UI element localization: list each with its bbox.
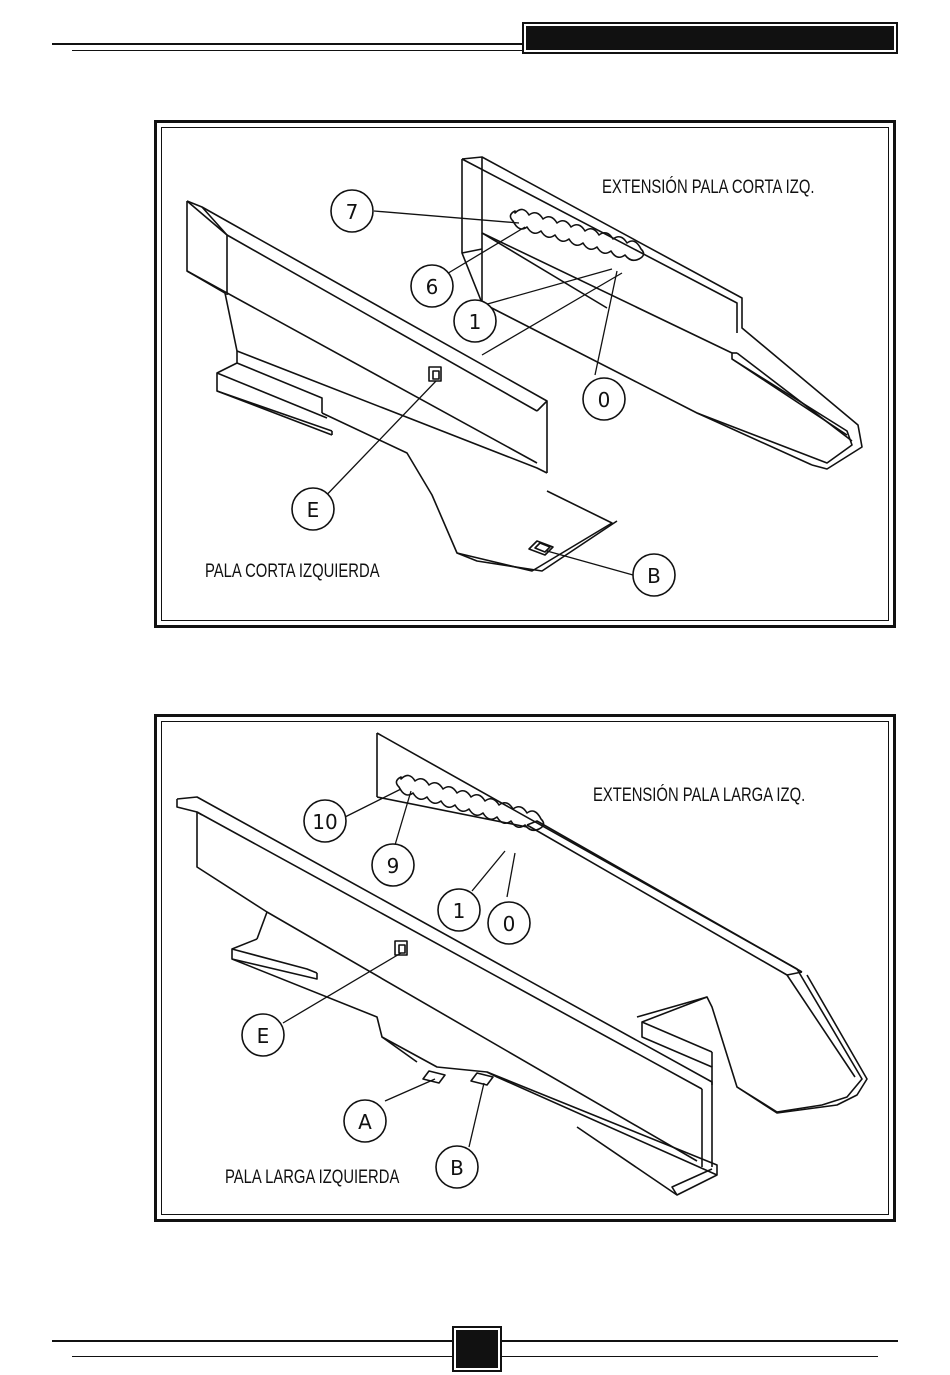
callout-e-b: E (242, 1014, 284, 1056)
part-title-2: PALA LARGA IZQUIERDA (225, 1167, 399, 1189)
callout-1-b-label: 1 (453, 899, 466, 923)
callout-0-label: 0 (598, 388, 611, 412)
header-rule (52, 43, 522, 45)
callout-1-b: 1 (438, 889, 480, 931)
callout-0-b: 0 (488, 902, 530, 944)
diagram-pala-corta: 7 6 1 0 E B EXTENSIÓN PALA CORTA IZQ. PA… (154, 120, 896, 628)
extension-title: EXTENSIÓN PALA CORTA IZQ. (602, 177, 814, 199)
callout-b-b: B (436, 1146, 478, 1188)
callouts: 7 6 1 0 E B (292, 190, 675, 596)
pala-corta-part (187, 201, 617, 571)
callout-10: 10 (304, 800, 346, 842)
callout-1: 1 (454, 300, 496, 342)
leader-lines-2 (283, 789, 515, 1147)
callout-7: 7 (331, 190, 373, 232)
callout-e-b-label: E (257, 1024, 270, 1048)
diagram-pala-corta-drawing: 7 6 1 0 E B (157, 123, 893, 625)
callout-0-b-label: 0 (503, 912, 516, 936)
callout-a: A (344, 1100, 386, 1142)
pala-larga-part (177, 797, 717, 1195)
callout-6-label: 6 (426, 275, 439, 299)
diagram-pala-larga-drawing: 10 9 1 0 E A B (157, 717, 893, 1219)
callout-b-label: B (647, 564, 661, 588)
extension-pala-larga-part (377, 733, 867, 1113)
callout-10-label: 10 (312, 810, 337, 834)
callout-7-label: 7 (346, 200, 359, 224)
callout-a-label: A (358, 1110, 372, 1134)
extension-title-2: EXTENSIÓN PALA LARGA IZQ. (593, 785, 805, 807)
callout-0: 0 (583, 378, 625, 420)
callout-b: B (633, 554, 675, 596)
callout-9: 9 (372, 844, 414, 886)
callout-b-b-label: B (450, 1156, 464, 1180)
callout-9-label: 9 (387, 854, 400, 878)
part-title: PALA CORTA IZQUIERDA (205, 561, 380, 583)
diagram-pala-larga: 10 9 1 0 E A B EXTENSIÓN PALA LARGA IZQ.… (154, 714, 896, 1222)
page-number-box (452, 1326, 502, 1372)
callout-e-label: E (307, 498, 320, 522)
header-rule-thin (72, 50, 522, 51)
extension-pala-corta-part (462, 157, 862, 469)
callout-e: E (292, 488, 334, 530)
header-title-bar (522, 22, 898, 54)
callouts-2: 10 9 1 0 E A B (242, 800, 530, 1188)
callout-6: 6 (411, 265, 453, 307)
callout-1-label: 1 (469, 310, 482, 334)
leader-lines (317, 211, 633, 575)
